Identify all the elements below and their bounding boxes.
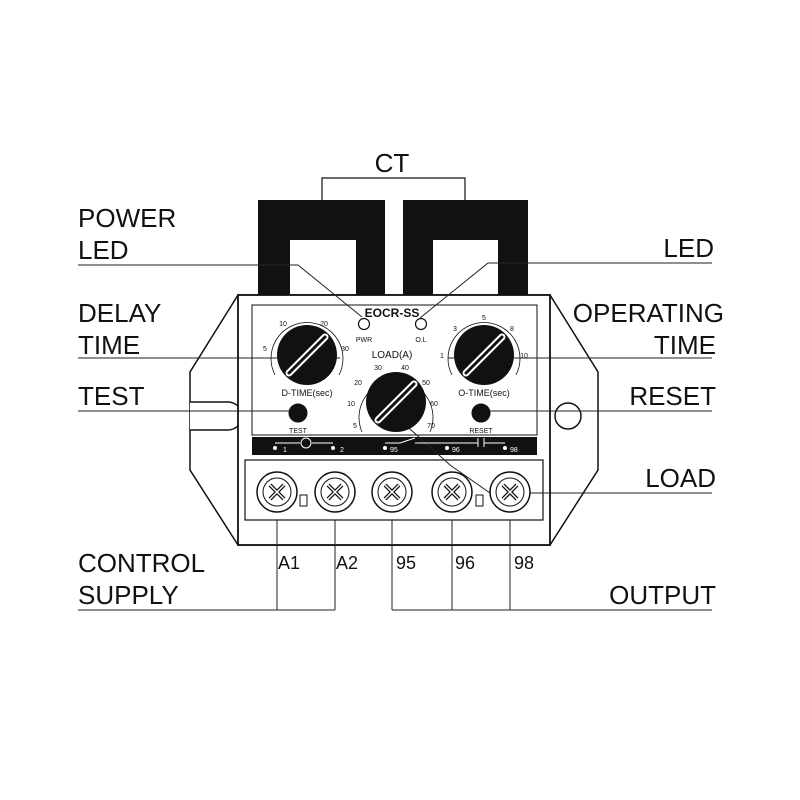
operating-time-callout-line1: OPERATING [573, 298, 724, 328]
strip-label: 96 [452, 447, 460, 454]
power-led-callout-line2: LED [78, 235, 129, 265]
load-tick: 5 [353, 423, 357, 430]
strip-label: 95 [390, 447, 398, 454]
delay-time-callout-line1: DELAY [78, 298, 161, 328]
o-time-knob[interactable] [454, 325, 514, 385]
led-leader [419, 262, 712, 319]
screw-terminal-95[interactable] [371, 471, 413, 513]
strip-label: 98 [510, 447, 518, 454]
d-time-tick: 20 [320, 321, 328, 328]
load-tick: 50 [422, 380, 430, 387]
load-dial-label: LOAD(A) [372, 350, 413, 361]
control-supply-callout-line2: SUPPLY [78, 580, 179, 610]
terminal-label-a1: A1 [278, 553, 300, 573]
d-time-scale-arc [270, 322, 344, 376]
ct-label: CT [375, 148, 410, 178]
load-knob[interactable] [366, 372, 426, 432]
output-callout: OUTPUT [609, 580, 716, 610]
model-label: EOCR-SS [365, 306, 420, 320]
terminal-label-98: 98 [514, 553, 534, 573]
ct-core-right [403, 200, 528, 300]
power-led-leader [78, 264, 363, 318]
o-time-tick: 3 [453, 326, 457, 333]
screw-terminal-a2[interactable] [314, 471, 356, 513]
screw-terminal-96[interactable] [431, 471, 473, 513]
load-tick: 30 [374, 365, 382, 372]
terminal-label-96: 96 [455, 553, 475, 573]
mounting-slot-left [190, 401, 243, 431]
delay-time-callout-line2: TIME [78, 330, 140, 360]
power-led [357, 317, 371, 331]
load-tick: 70 [427, 423, 435, 430]
load-tick: 20 [354, 380, 362, 387]
load-tick: 40 [401, 365, 409, 372]
ol-label: O.L [415, 337, 426, 344]
load-tick: 60 [430, 401, 438, 408]
led-callout: LED [663, 233, 714, 263]
power-led-callout-line1: POWER [78, 203, 176, 233]
wiring-strip [252, 437, 537, 455]
load-callout: LOAD [645, 463, 716, 493]
reset-button-label: RESET [469, 428, 493, 435]
ct-bracket [321, 177, 466, 200]
strip-label: 2 [340, 447, 344, 454]
ct-core-left [258, 200, 385, 300]
screw-terminal-a1[interactable] [256, 471, 298, 513]
o-time-label: O-TIME(sec) [458, 388, 510, 398]
d-time-tick: 10 [279, 321, 287, 328]
o-time-tick: 8 [510, 326, 514, 333]
o-time-scale-arc [447, 322, 521, 376]
terminal-label-a2: A2 [336, 553, 358, 573]
operating-time-callout-line2: TIME [654, 330, 716, 360]
terminal-block [244, 459, 544, 521]
test-callout: TEST [78, 381, 145, 411]
d-time-tick: 5 [263, 346, 267, 353]
front-panel [251, 304, 538, 436]
terminal-label-95: 95 [396, 553, 416, 573]
control-supply-callout-line1: CONTROL [78, 548, 205, 578]
o-time-tick: 1 [440, 353, 444, 360]
terminal-marker [475, 494, 484, 507]
test-button-label: TEST [289, 428, 308, 435]
wiring-strip-symbols [273, 437, 507, 450]
pwr-label: PWR [356, 337, 372, 344]
o-time-tick: 5 [482, 315, 486, 322]
d-time-tick: 30 [341, 346, 349, 353]
overload-led [414, 317, 428, 331]
reset-button[interactable] [471, 403, 491, 423]
terminal-marker [299, 494, 308, 507]
reset-callout: RESET [629, 381, 716, 411]
screw-terminal-98[interactable] [489, 471, 531, 513]
d-time-knob[interactable] [277, 325, 337, 385]
o-time-tick: 10 [520, 353, 528, 360]
mounting-hole-right [554, 402, 582, 430]
d-time-label: D-TIME(sec) [282, 388, 333, 398]
load-tick: 10 [347, 401, 355, 408]
strip-label: 1 [283, 447, 287, 454]
test-button[interactable] [288, 403, 308, 423]
